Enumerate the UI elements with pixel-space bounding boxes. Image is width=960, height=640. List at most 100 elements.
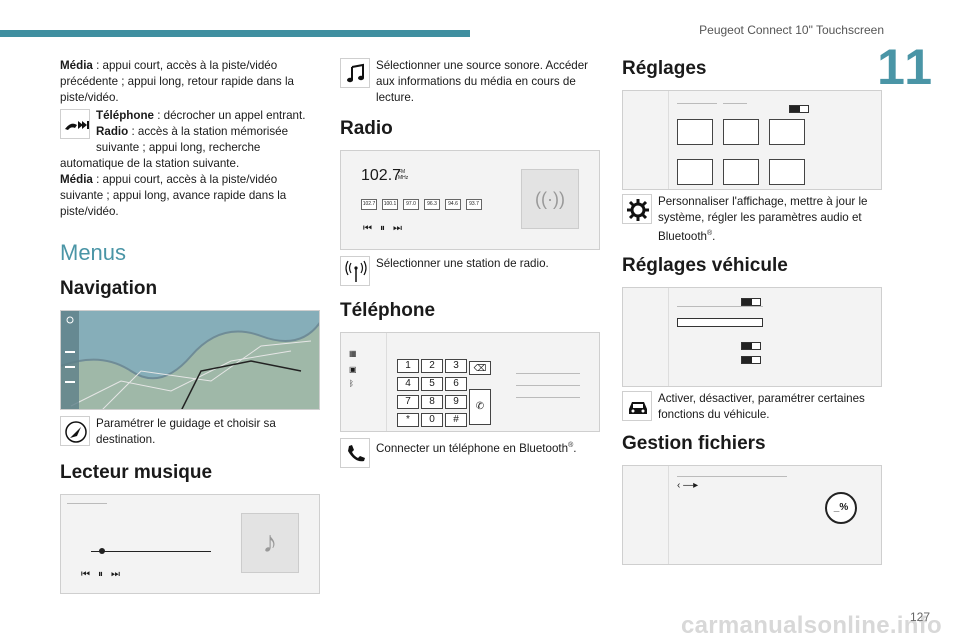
radio-art-placeholder: ((·)) [521,169,579,229]
navigation-description-row: Paramétrer le guidage et choisir sa dest… [60,416,322,448]
phone-paragraph: Téléphone : décrocher un appel entrant. [60,108,322,124]
files-side-menu [623,465,669,564]
phone-desc-sup: ® [568,442,574,449]
album-art-placeholder: ♪ [241,513,299,573]
keypad-key: # [445,413,467,427]
next-track-phone-icon [60,109,90,139]
keypad-key: 8 [421,395,443,409]
settings-tile-2 [723,119,759,145]
music-source-line [67,503,107,504]
phone-heading: Téléphone [340,300,436,321]
files-tabs-line [677,475,787,477]
keypad-key: 4 [397,377,419,391]
recent-line-1 [516,373,580,374]
music-player-heading: Lecteur musique [60,462,213,483]
keypad-key: 1 [397,359,419,373]
radio-label: Radio [96,125,129,138]
radio-description: Sélectionner une station de radio. [376,257,549,270]
media-prev-paragraph: Média : appui court, accès à la piste/vi… [60,58,322,106]
vehicle-line-1 [677,305,763,307]
radio-antenna-icon: ((·)) [535,189,565,209]
vehicle-description-row: Activer, désactiver, paramétrer certaine… [622,390,884,423]
settings-screen-image [622,90,882,190]
vehicle-description: Activer, désactiver, paramétrer certaine… [658,391,865,421]
radio-unit: MHz [398,175,409,181]
header-accent-bar [0,30,470,37]
header-title: Peugeot Connect 10" Touchscreen [699,23,884,37]
settings-description: Personnaliser l'affichage, mettre à jour… [658,194,884,245]
keypad-icon: ▦ [349,349,357,358]
bluetooth-icon: ᛒ [349,379,354,388]
files-back-icon: ‹ —▸ [677,479,699,491]
next-button-block: Téléphone : décrocher un appel entrant. … [60,108,322,220]
vehicle-settings-heading: Réglages véhicule [622,254,788,276]
music-note-icon [340,58,370,88]
radio-text: : accès à la station mémorisée suivante … [60,125,289,170]
music-note-icon: ♪ [262,526,278,559]
antenna-icon [340,256,370,286]
settings-side-menu [623,91,669,189]
vehicle-side-menu [623,287,669,386]
vehicle-settings-screen-image [622,286,882,387]
settings-description-row: Personnaliser l'affichage, mettre à jour… [622,194,884,245]
vehicle-segment [677,317,763,327]
phone-desc-text: Connecter un téléphone en Bluetooth [376,441,569,455]
radio-preset-button: 102.7 [361,199,377,210]
music-controls-icon: ⏮⏸⏭ [81,569,128,580]
music-player-screen-image: ⏮⏸⏭ ♪ [60,494,320,594]
settings-tile-6 [769,159,805,185]
source-row: Sélectionner une source sonore. Accéder … [340,58,602,106]
settings-toggle [789,105,809,113]
radio-preset-button: 94.6 [445,199,461,210]
settings-heading: Réglages [622,58,707,79]
media-label-2: Média [60,173,93,186]
media-next-paragraph: Média : appui court, accès à la piste/vi… [60,172,322,220]
phone-handset-icon [340,438,370,468]
settings-desc-end: . [712,229,716,243]
media-prev-text: : appui court, accès à la piste/vidéo pr… [60,59,294,104]
settings-tile-5 [723,159,759,185]
settings-tile-1 [677,119,713,145]
navigation-description: Paramétrer le guidage et choisir sa dest… [96,417,276,446]
keypad-key: * [397,413,419,427]
navigation-heading: Navigation [60,278,158,299]
page-number: 127 [909,610,930,624]
phone-text: : décrocher un appel entrant. [153,109,306,122]
vehicle-toggle-3 [741,355,761,364]
watermark: carmanualsonline.info [680,612,942,639]
radio-paragraph: Radio : accès à la station mémorisée sui… [60,124,322,172]
file-management-heading: Gestion fichiers [622,432,766,454]
radio-preset-button: 96.3 [424,199,440,210]
source-description: Sélectionner une source sonore. Accéder … [376,59,589,104]
column-2: Sélectionner une source sonore. Accéder … [340,58,602,468]
settings-tile-4 [677,159,713,185]
settings-tab-line-1 [677,103,717,104]
media-next-text: : appui court, accès à la piste/vidéo su… [60,173,287,218]
music-progress-bar [91,551,211,552]
gear-icon [622,194,652,224]
phone-desc-end: . [573,441,577,455]
phone-description-row: Connecter un téléphone en Bluetooth®. [340,438,602,468]
keypad-key: 9 [445,395,467,409]
column-1: Média : appui court, accès à la piste/vi… [60,58,322,594]
keypad-key: 5 [421,377,443,391]
call-icon: ✆ [469,389,491,425]
navigation-compass-icon [60,416,90,446]
backspace-icon: ⌫ [469,361,491,375]
keypad-key: 7 [397,395,419,409]
vehicle-toggle-1 [741,297,761,306]
column-3: Réglages Personnaliser l'affichage, mett [622,58,884,565]
settings-desc-sup: ® [707,230,713,237]
radio-preset-button: 100.1 [382,199,398,210]
chapter-number: 11 [877,39,934,95]
storage-gauge-icon: _% [825,491,857,524]
radio-preset-button: 97.0 [403,199,419,210]
radio-description-row: Sélectionner une station de radio. [340,256,602,286]
radio-preset-button: 93.7 [466,199,482,210]
navigation-screen-image [60,310,320,410]
vehicle-toggle-2 [741,341,761,350]
navigation-map-graphic [61,311,319,409]
radio-heading: Radio [340,118,393,139]
